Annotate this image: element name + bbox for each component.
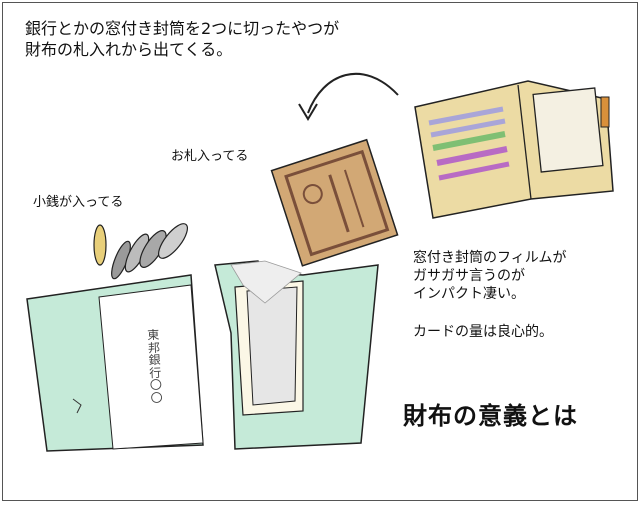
wallet-drawing xyxy=(414,80,614,219)
curved-arrow xyxy=(307,72,399,114)
bills-drawing xyxy=(270,138,399,267)
bills-label: お札入ってる xyxy=(171,149,249,164)
right-envelope-drawing xyxy=(214,260,379,450)
film-note: 窓付き封筒のフィルムが ガサガサ言うのが インパクト凄い。 xyxy=(413,250,567,303)
arrow-head-icon xyxy=(298,103,318,121)
left-envelope-drawing xyxy=(26,274,204,452)
comic-title: 財布の意義とは xyxy=(403,402,578,430)
card-note: カードの量は良心的。 xyxy=(413,324,553,340)
coins-drawing xyxy=(93,223,188,280)
illustration xyxy=(26,72,614,452)
coins-label: 小銭が入ってる xyxy=(33,195,124,210)
top-caption: 銀行とかの窓付き封筒を2つに切ったやつが 財布の札入れから出てくる。 xyxy=(25,19,340,59)
